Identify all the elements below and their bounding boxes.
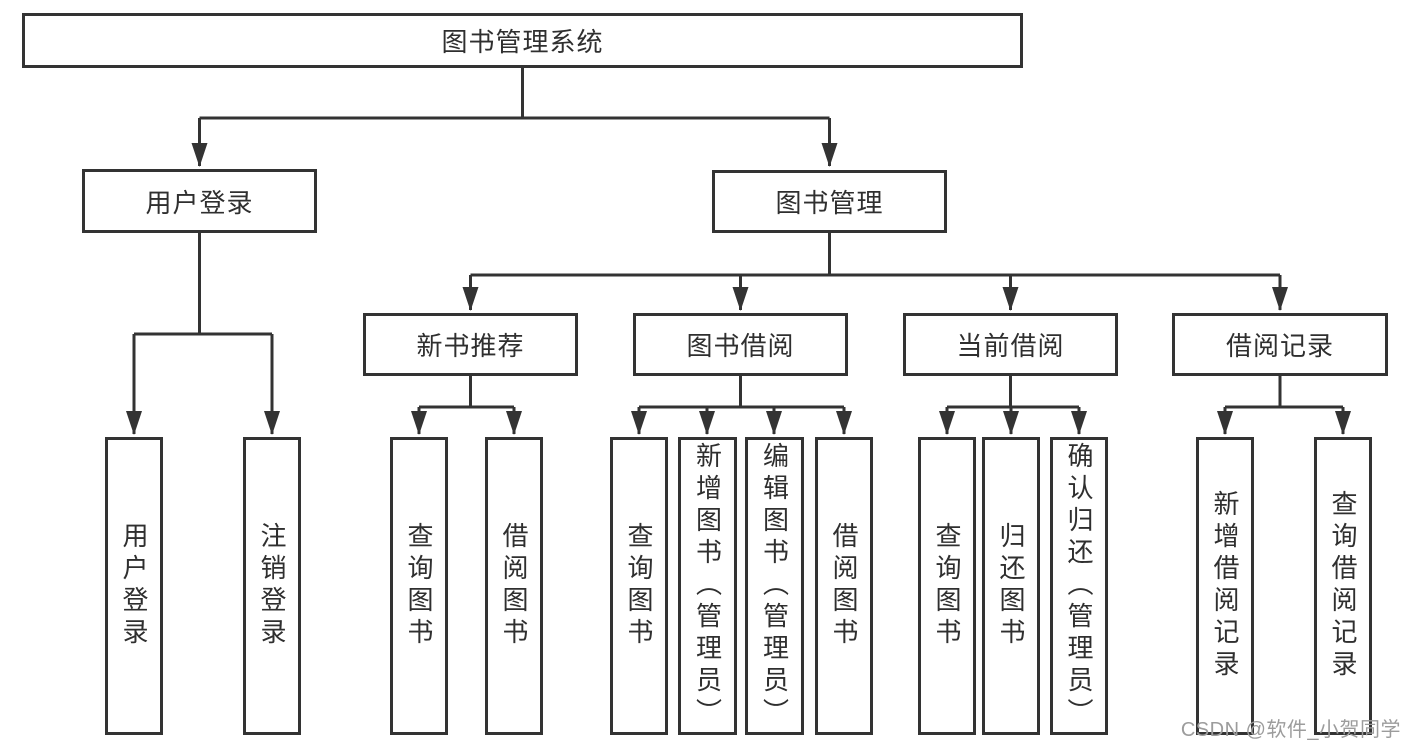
- node-label: 图书借阅: [686, 331, 795, 361]
- leaf-return-books: 归还图书: [982, 437, 1040, 735]
- node-label: 归还图书: [996, 522, 1026, 650]
- node-user-login: 用户登录: [82, 169, 317, 233]
- leaf-borrow-query-books: 查询图书: [610, 437, 668, 735]
- node-label: 查询图书: [404, 522, 434, 650]
- node-label: 借阅图书: [829, 522, 859, 650]
- node-label: 当前借阅: [956, 331, 1065, 361]
- leaf-add-borrow-record: 新增借阅记录: [1196, 437, 1254, 735]
- leaf-logout: 注销登录: [243, 437, 301, 735]
- node-label: 新书推荐: [416, 331, 525, 361]
- node-book-borrow: 图书借阅: [633, 313, 848, 376]
- csdn-watermark: CSDN @软件_小贺同学: [1180, 719, 1401, 741]
- node-label: 查询图书: [624, 522, 654, 650]
- leaf-borrow-borrow-books: 借阅图书: [815, 437, 873, 735]
- arrow-lines: [126, 118, 1351, 435]
- leaf-edit-books-admin: 编辑图书（管理员）: [745, 437, 804, 735]
- leaf-user-login: 用户登录: [105, 437, 163, 735]
- leaf-recommend-query-books: 查询图书: [390, 437, 448, 735]
- node-label: 图书管理系统: [441, 27, 604, 57]
- node-current-borrow: 当前借阅: [903, 313, 1118, 376]
- node-book-management: 图书管理: [712, 170, 947, 233]
- node-label: 用户登录: [119, 522, 149, 650]
- node-label: 编辑图书（管理员）: [759, 442, 790, 730]
- node-borrow-records: 借阅记录: [1172, 313, 1388, 376]
- node-label: 查询借阅记录: [1328, 490, 1358, 682]
- node-label: 用户登录: [145, 187, 254, 218]
- node-label: 借阅记录: [1225, 331, 1334, 361]
- leaf-confirm-return-admin: 确认归还（管理员）: [1050, 437, 1108, 735]
- node-label: 图书管理: [775, 188, 884, 218]
- node-label: 确认归还（管理员）: [1064, 442, 1094, 730]
- node-new-book-recommend: 新书推荐: [363, 313, 578, 376]
- leaf-current-query-books: 查询图书: [918, 437, 976, 735]
- leaf-query-borrow-record: 查询借阅记录: [1314, 437, 1372, 735]
- node-label: 新增图书（管理员）: [692, 442, 723, 730]
- node-label: 查询图书: [932, 522, 962, 650]
- leaf-add-books-admin: 新增图书（管理员）: [678, 437, 737, 735]
- node-label: 注销登录: [257, 522, 287, 650]
- node-library-management-system: 图书管理系统: [22, 13, 1023, 68]
- branch-lines: [134, 68, 1343, 409]
- leaf-recommend-borrow-books: 借阅图书: [485, 437, 543, 735]
- node-label: 新增借阅记录: [1210, 490, 1240, 682]
- node-label: 借阅图书: [499, 522, 529, 650]
